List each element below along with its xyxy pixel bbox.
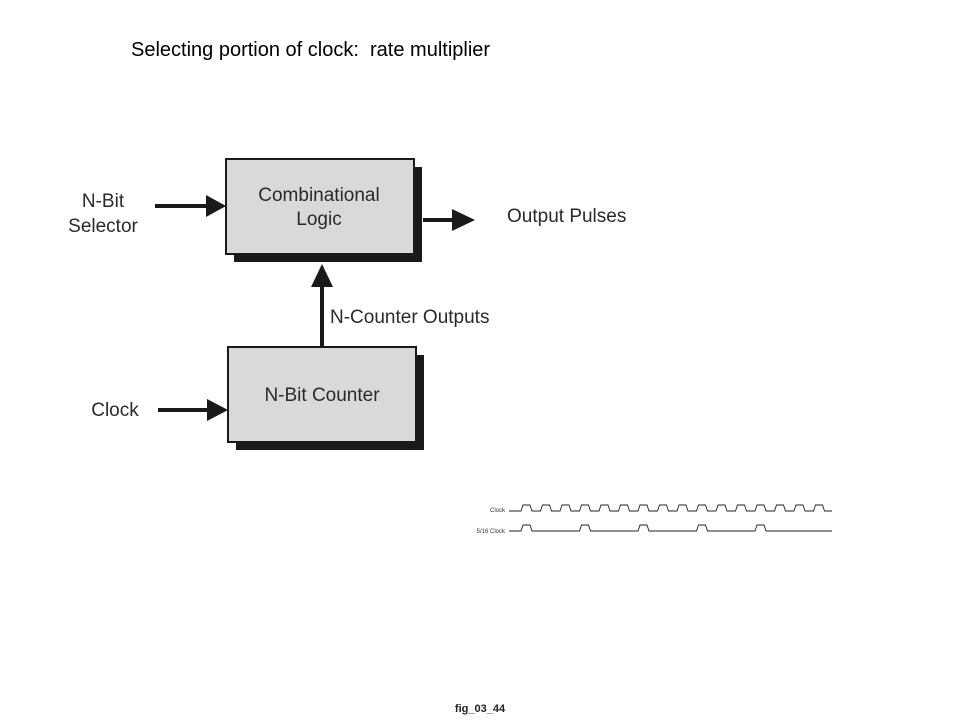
clock-waveform [509, 504, 832, 512]
counter-label: N-Bit Counter [264, 385, 380, 406]
timing-clock-label: Clock [490, 508, 506, 514]
page-title: Selecting portion of clock: rate multipl… [131, 39, 491, 61]
counter-box [227, 346, 417, 443]
combinational-logic-box [225, 158, 415, 255]
counter-outputs-arrowhead [311, 264, 333, 287]
clock-input-label: Clock [91, 400, 139, 421]
figure-caption: fig_03_44 [454, 703, 506, 715]
timing-divided-label: 5/16 Clock [477, 529, 506, 535]
output-pulses-label: Output Pulses [507, 206, 626, 227]
output-arrowhead [452, 209, 475, 231]
combinational-logic-label-line2: Logic [296, 209, 341, 230]
n-bit-counter-block: N-Bit Counter [227, 346, 424, 450]
selector-arrowhead [206, 195, 226, 217]
timing-diagram: Clock 5/16 Clock [477, 504, 832, 535]
clock-arrowhead [207, 399, 228, 421]
combinational-logic-label-line1: Combinational [258, 185, 379, 206]
selector-label-line2: Selector [68, 216, 138, 237]
combinational-logic-block: Combinational Logic [225, 158, 422, 262]
divided-clock-waveform [509, 524, 832, 532]
counter-outputs-label: N-Counter Outputs [330, 307, 489, 328]
selector-label-line1: N-Bit [82, 191, 125, 212]
